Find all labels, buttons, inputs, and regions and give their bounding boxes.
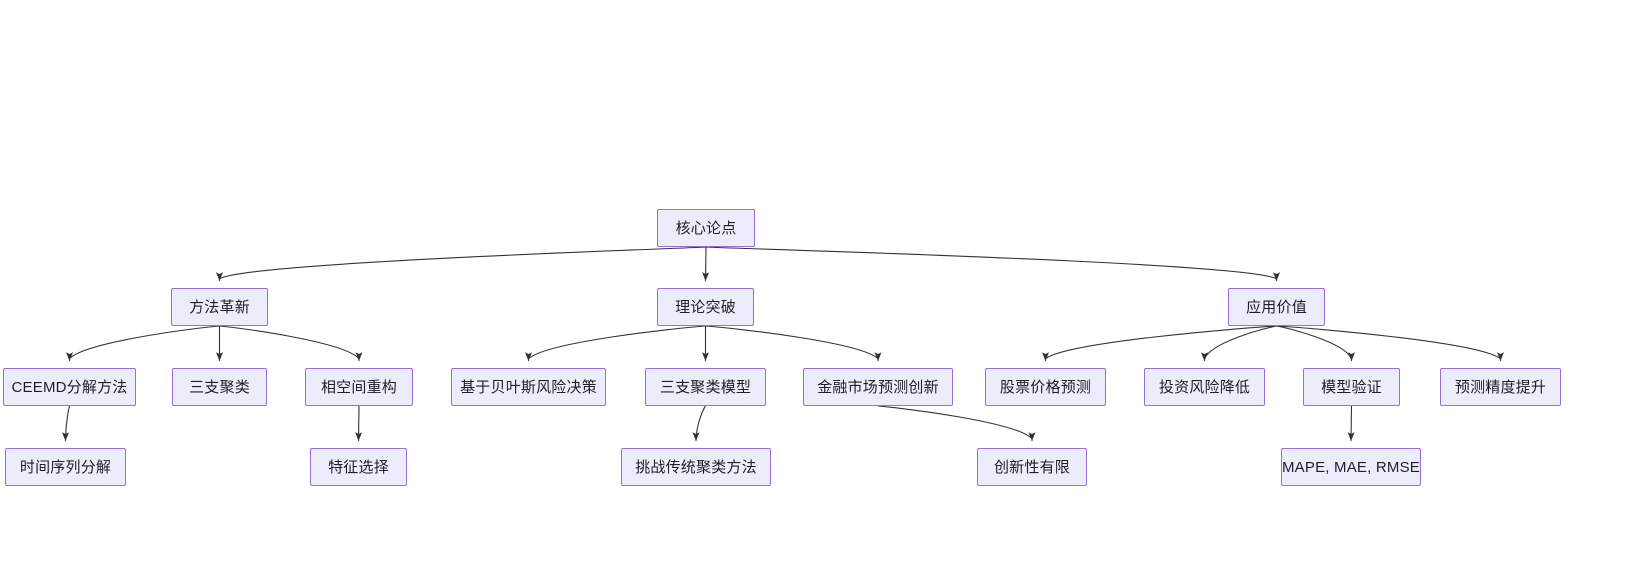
flowchart-node[interactable]: 特征选择	[310, 448, 407, 486]
flowchart-node-label: 投资风险降低	[1158, 378, 1251, 396]
flowchart-edge	[65, 325, 220, 361]
flowchart-node[interactable]: 方法革新	[171, 288, 268, 326]
flowchart-node[interactable]: 创新性有限	[977, 448, 1087, 486]
flowchart-node[interactable]: 时间序列分解	[5, 448, 126, 486]
flowchart-edge	[702, 246, 710, 282]
flowchart-node-label: 应用价值	[1246, 298, 1307, 316]
flowchart-edge	[1200, 325, 1277, 361]
flowchart-node[interactable]: 应用价值	[1228, 288, 1325, 326]
flowchart-edge	[1041, 325, 1277, 361]
flowchart-node[interactable]: CEEMD分解方法	[3, 368, 136, 406]
flowchart-edge	[1276, 325, 1505, 361]
flowchart-node-label: 特征选择	[328, 458, 389, 476]
flowchart-node[interactable]: 三支聚类模型	[645, 368, 766, 406]
flowchart-node-label: 模型验证	[1321, 378, 1382, 396]
flowchart-node[interactable]: 核心论点	[657, 209, 755, 247]
flowchart-node[interactable]: 金融市场预测创新	[803, 368, 953, 406]
flowchart-edge	[692, 405, 706, 441]
flowchart-node-label: 时间序列分解	[19, 458, 112, 476]
flowchart-node-label: 预测精度提升	[1454, 378, 1547, 396]
flowchart-edge	[61, 405, 71, 441]
flowchart-node[interactable]: 投资风险降低	[1144, 368, 1265, 406]
flowchart-node-label: 股票价格预测	[999, 378, 1092, 396]
flowchart-node[interactable]: 基于贝叶斯风险决策	[451, 368, 606, 406]
flowchart-node[interactable]: 相空间重构	[305, 368, 413, 406]
flowchart-node[interactable]: 三支聚类	[172, 368, 267, 406]
flowchart-node-label: 三支聚类	[189, 378, 250, 396]
flowchart-node[interactable]: MAPE, MAE, RMSE	[1281, 448, 1421, 486]
flowchart-node[interactable]: 理论突破	[657, 288, 754, 326]
flowchart-node-label: 三支聚类模型	[659, 378, 752, 396]
flowchart-node-label: 创新性有限	[993, 458, 1070, 476]
flowchart-node-label: 方法革新	[189, 298, 250, 316]
flowchart-edge	[215, 246, 707, 281]
flowchart-node-label: MAPE, MAE, RMSE	[1281, 458, 1421, 476]
flowchart-edge	[705, 325, 882, 361]
flowchart-edge	[355, 405, 363, 442]
flowchart-node-label: 核心论点	[675, 219, 737, 237]
flowchart-edge	[1276, 325, 1356, 361]
flowchart-node[interactable]: 股票价格预测	[985, 368, 1106, 406]
flowchart-edge	[877, 405, 1036, 441]
flowchart-node-label: 理论突破	[675, 298, 736, 316]
flowchart-edge	[1347, 405, 1355, 442]
flowchart-edge	[524, 325, 706, 361]
flowchart-node-label: 金融市场预测创新	[817, 378, 939, 396]
flowchart-edge	[705, 246, 1281, 281]
flowchart-node-label: 相空间重构	[320, 378, 397, 396]
flowchart-edge	[219, 325, 363, 361]
flowchart-node-label: 基于贝叶斯风险决策	[460, 378, 597, 396]
flowchart-node-label: 挑战传统聚类方法	[635, 458, 757, 476]
flowchart-node[interactable]: 模型验证	[1303, 368, 1400, 406]
flowchart-node[interactable]: 挑战传统聚类方法	[621, 448, 771, 486]
flowchart-node-label: CEEMD分解方法	[11, 378, 128, 396]
flowchart-node[interactable]: 预测精度提升	[1440, 368, 1561, 406]
